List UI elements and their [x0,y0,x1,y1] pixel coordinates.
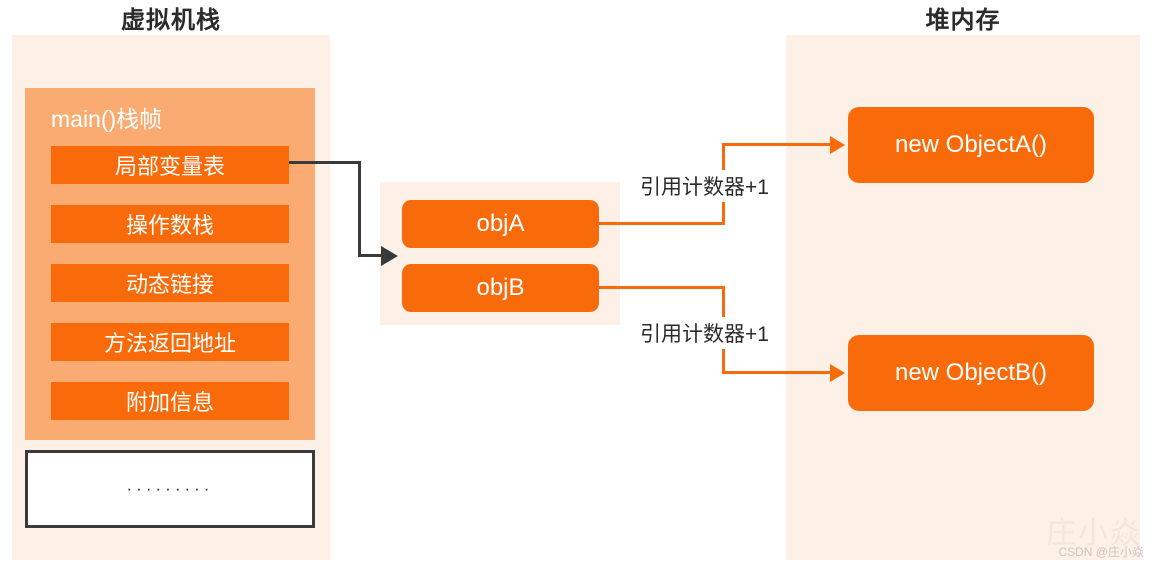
stack-ellipsis-text: ········· [126,479,214,498]
stack-slot-operand-stack[interactable]: 操作数栈 [51,205,289,243]
connector-stack-to-refs-seg1 [289,161,361,164]
connector-stack-to-refs-seg3 [358,254,382,257]
main-stack-frame-label: main()栈帧 [51,106,163,132]
stack-slot-local-variable-table[interactable]: 局部变量表 [51,146,289,184]
vm-stack-title: 虚拟机栈 [12,0,330,35]
main-stack-frame: main()栈帧 局部变量表 操作数栈 动态链接 方法返回地址 附加信息 [25,88,315,440]
stack-ellipsis-box: ········· [25,450,315,528]
connector-objA-arrowhead [830,136,845,154]
stack-slot-return-address[interactable]: 方法返回地址 [51,323,289,361]
watermark-csdn-text: CSDN @庄小焱 [1058,545,1144,559]
connector-objB-arrowhead [830,364,845,382]
heap-memory-title: 堆内存 [786,0,1140,35]
connector-objB-seg1 [599,286,725,289]
connector-stack-to-refs-seg2 [358,161,361,257]
connector-objA-seg3 [722,143,832,146]
heap-memory-title-text: 堆内存 [925,7,1001,34]
reference-box-objB[interactable]: objB [402,264,599,312]
reference-box-objA[interactable]: objA [402,200,599,248]
heap-object-b[interactable]: new ObjectB() [848,335,1094,411]
watermark-large-text: 庄小焱 [1046,517,1142,550]
connector-label-objA: 引用计数器+1 [637,170,772,202]
stack-slot-additional-info[interactable]: 附加信息 [51,382,289,420]
connector-objA-seg1 [599,222,725,225]
heap-object-a[interactable]: new ObjectA() [848,107,1094,183]
connector-objB-seg3 [722,371,832,374]
connector-label-objB: 引用计数器+1 [637,317,772,349]
vm-stack-title-text: 虚拟机栈 [121,7,221,34]
stack-slot-dynamic-linking[interactable]: 动态链接 [51,264,289,302]
connector-stack-to-refs-arrowhead [381,246,398,266]
